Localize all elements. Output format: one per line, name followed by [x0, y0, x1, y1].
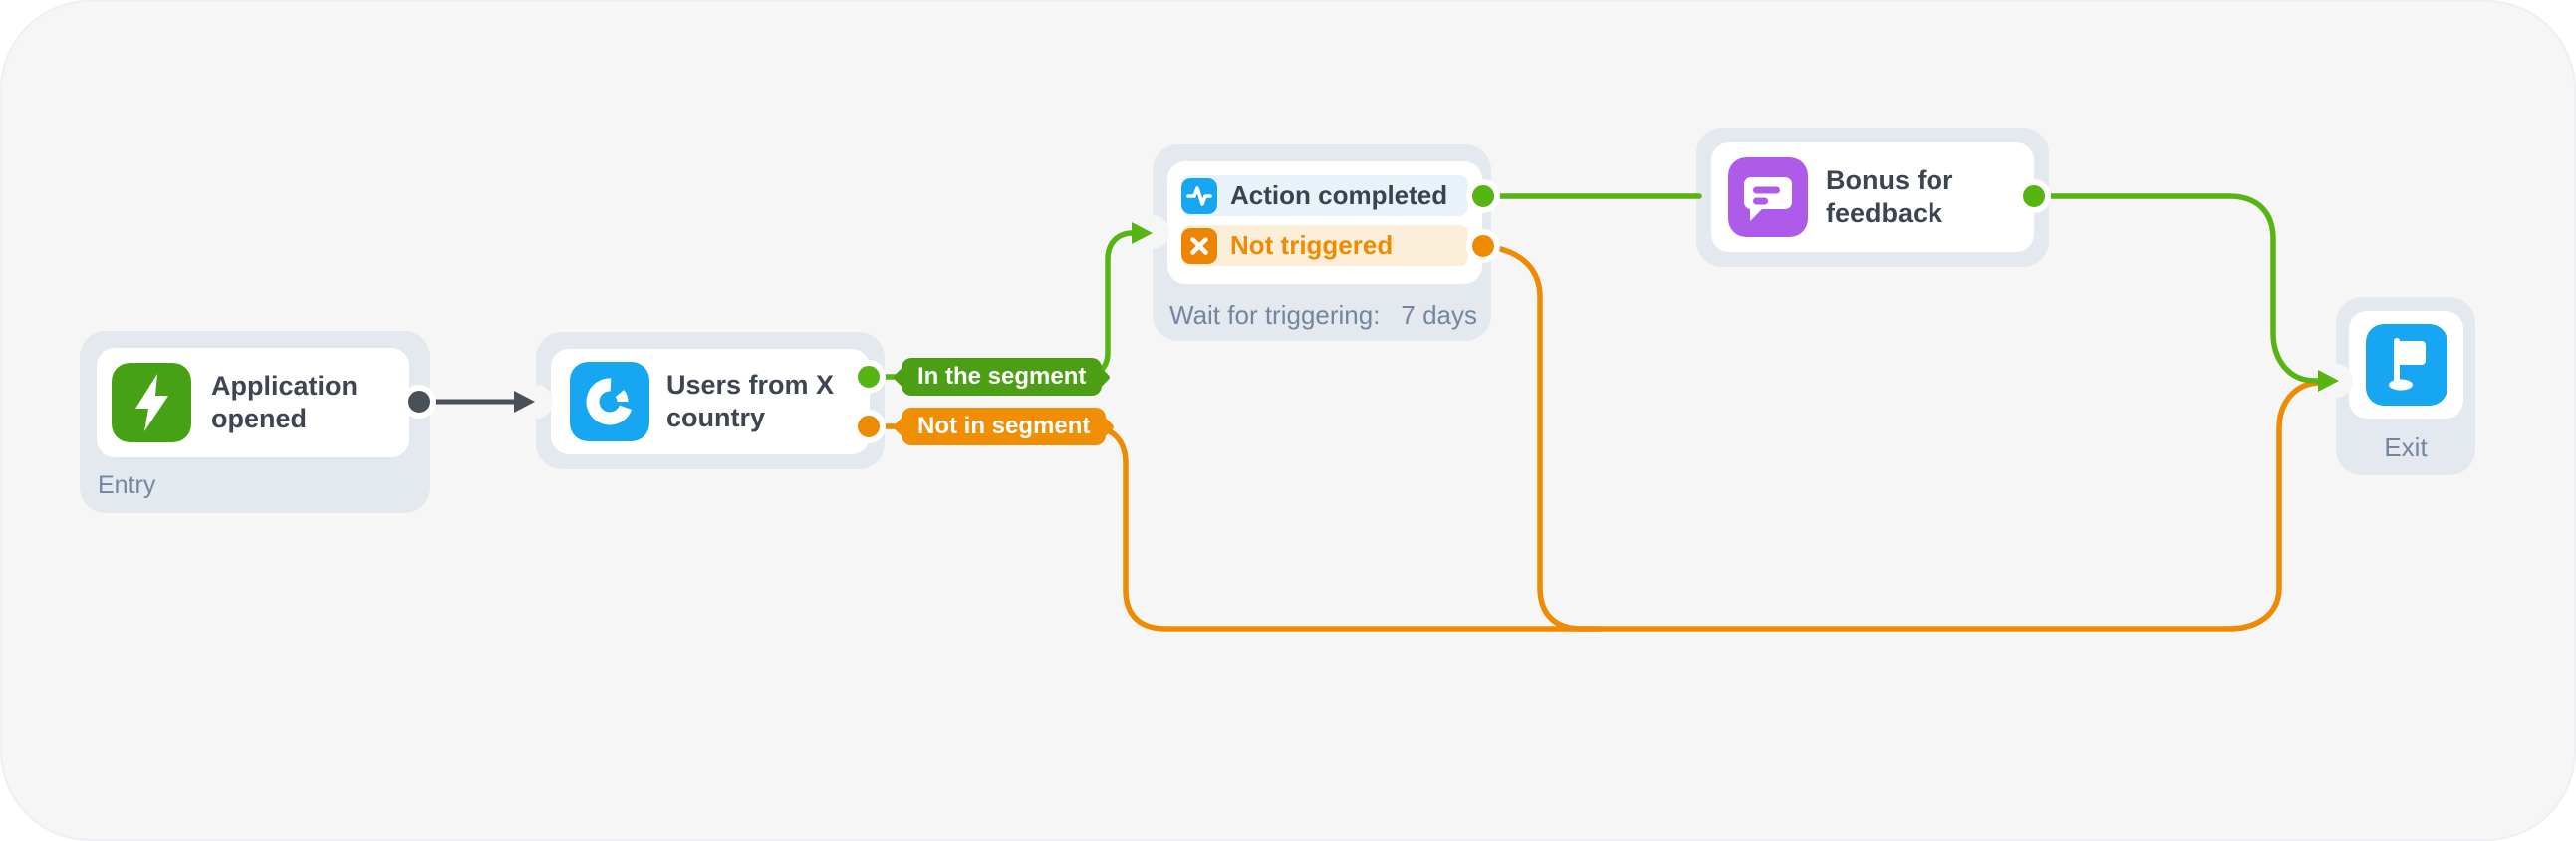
node-entry[interactable]: Application opened Entry: [80, 331, 430, 513]
flag-icon: [2365, 324, 2447, 406]
entry-footer-label: Entry: [98, 471, 156, 499]
trigger-row-not-triggered[interactable]: Not triggered: [1181, 225, 1468, 266]
arrowhead-into-exit: [2318, 370, 2339, 392]
lightning-icon: [112, 363, 191, 442]
wait-label: Wait for triggering:: [1169, 300, 1381, 330]
trigger-card[interactable]: Action completed Not triggered: [1167, 161, 1482, 284]
trigger-output-port-completed[interactable]: [1466, 179, 1500, 213]
segment-title: Users from X country: [666, 370, 835, 432]
bonus-card[interactable]: Bonus for feedback: [1711, 142, 2034, 252]
chat-message-icon: [1728, 157, 1808, 237]
arrowhead-into-segment: [514, 391, 535, 413]
connector-not-in-segment-to-exit[interactable]: [866, 380, 2331, 632]
connector-bonus-to-exit[interactable]: [2031, 193, 2323, 384]
segment-output-port-in[interactable]: [852, 360, 886, 394]
exit-card[interactable]: [2349, 311, 2463, 419]
bonus-output-port[interactable]: [2017, 179, 2051, 213]
entry-output-port[interactable]: [402, 385, 436, 419]
segment-output-port-not-in[interactable]: [852, 410, 886, 443]
pulse-icon: [1181, 177, 1230, 214]
arrowhead-into-trigger: [1132, 222, 1153, 244]
trigger-row-completed[interactable]: Action completed: [1181, 175, 1468, 216]
trigger-wait-footer: Wait for triggering: 7 days: [1169, 300, 1477, 331]
pie-segments-icon: [570, 362, 649, 441]
connector-not-triggered-to-exit[interactable]: [1480, 243, 1602, 632]
badge-not-in-segment[interactable]: Not in segment: [902, 408, 1107, 445]
wait-value[interactable]: 7 days: [1401, 300, 1477, 330]
node-segment-filter[interactable]: Users from X country: [536, 332, 885, 469]
segment-card[interactable]: Users from X country: [551, 349, 870, 454]
trigger-output-port-not-triggered[interactable]: [1466, 229, 1500, 263]
node-bonus-message[interactable]: Bonus for feedback: [1696, 128, 2049, 267]
node-exit[interactable]: Exit: [2336, 297, 2475, 475]
exit-label: Exit: [2384, 432, 2428, 462]
badge-in-the-segment[interactable]: In the segment: [902, 358, 1103, 396]
trigger-row-completed-label: Action completed: [1230, 180, 1448, 210]
trigger-row-not-triggered-label: Not triggered: [1230, 230, 1394, 260]
bonus-title: Bonus for feedback: [1826, 165, 1953, 228]
node-trigger-wait[interactable]: Action completed Not triggered Wait for …: [1153, 144, 1491, 341]
x-icon: [1181, 227, 1230, 264]
entry-card[interactable]: Application opened: [97, 348, 409, 457]
entry-title: Application opened: [211, 371, 358, 433]
connector-in-segment-to-trigger[interactable]: [866, 230, 1138, 380]
